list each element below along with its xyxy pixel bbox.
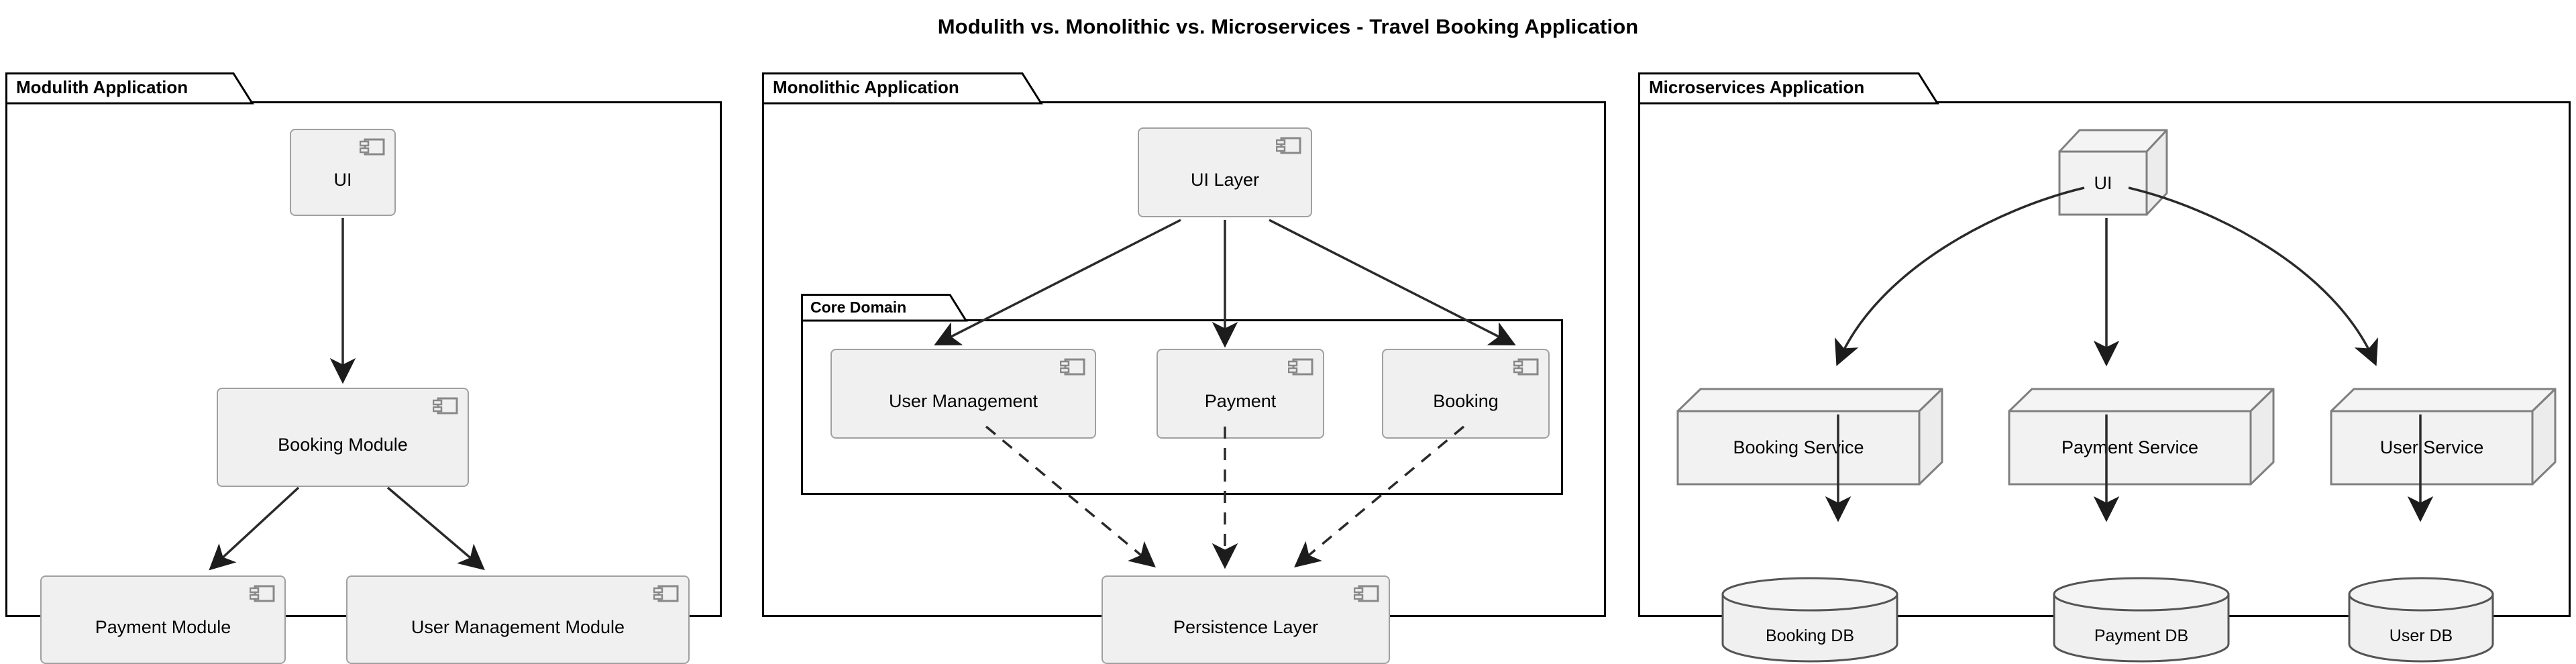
panel-modulith-tab: Modulith Application xyxy=(5,72,254,105)
panel-monolithic: Monolithic Application UI Layer Core Dom… xyxy=(762,72,1606,664)
panel-monolithic-label: Monolithic Application xyxy=(773,77,959,97)
component-user-management[interactable]: User Management xyxy=(830,349,1096,439)
diagram-canvas: Modulith vs. Monolithic vs. Microservice… xyxy=(5,15,2571,664)
component-persistence-layer-label: Persistence Layer xyxy=(1173,617,1319,637)
component-booking[interactable]: Booking xyxy=(1382,349,1550,439)
component-booking-module[interactable]: Booking Module xyxy=(217,388,469,487)
uml-component-icon xyxy=(1513,358,1539,376)
uml-component-icon xyxy=(249,585,275,602)
component-booking-module-label: Booking Module xyxy=(278,435,408,455)
uml-component-icon xyxy=(1353,585,1379,602)
component-persistence-layer[interactable]: Persistence Layer xyxy=(1102,575,1390,664)
panel-microservices: Microservices Application UI Booking Ser… xyxy=(1638,72,2571,663)
database-payment-db[interactable]: Payment DB xyxy=(2051,577,2231,663)
node-booking-service-label: Booking Service xyxy=(1733,437,1864,457)
uml-component-icon xyxy=(653,585,679,602)
database-payment-db-label: Payment DB xyxy=(2094,626,2189,645)
uml-component-icon xyxy=(1287,358,1313,376)
component-ui-layer[interactable]: UI Layer xyxy=(1138,127,1312,217)
node-payment-service[interactable]: Payment Service xyxy=(2007,386,2275,487)
database-booking-db-label: Booking DB xyxy=(1765,626,1855,645)
node-user-service[interactable]: User Service xyxy=(2329,386,2557,487)
uml-component-icon xyxy=(1275,137,1301,154)
panel-microservices-label: Microservices Application xyxy=(1649,77,1865,97)
uml-node-3d-icon xyxy=(2058,129,2168,216)
uml-node-3d-icon xyxy=(2330,388,2557,486)
component-payment-module-label: Payment Module xyxy=(95,617,231,637)
database-booking-db[interactable]: Booking DB xyxy=(1720,577,1900,663)
database-user-db[interactable]: User DB xyxy=(2347,577,2496,663)
uml-node-3d-icon xyxy=(1676,388,1943,486)
node-ui-microservices-label: UI xyxy=(2094,173,2112,193)
panel-modulith-label: Modulith Application xyxy=(16,77,189,97)
uml-component-icon xyxy=(359,138,385,156)
package-core-domain: Core Domain User Management xyxy=(801,294,1563,495)
node-payment-service-label: Payment Service xyxy=(2061,437,2199,457)
database-user-db-label: User DB xyxy=(2389,626,2453,645)
package-core-domain-tab: Core Domain xyxy=(801,294,969,322)
uml-database-cylinder-icon xyxy=(2053,577,2230,663)
component-payment[interactable]: Payment xyxy=(1157,349,1324,439)
uml-component-icon xyxy=(432,397,458,414)
uml-database-cylinder-icon xyxy=(2348,577,2494,663)
component-ui-layer-label: UI Layer xyxy=(1190,170,1260,190)
component-payment-module[interactable]: Payment Module xyxy=(40,575,286,664)
panel-monolithic-tab: Monolithic Application xyxy=(762,72,1044,105)
component-ui-modulith[interactable]: UI xyxy=(290,129,396,216)
node-user-service-label: User Service xyxy=(2379,437,2484,457)
page-title: Modulith vs. Monolithic vs. Microservice… xyxy=(937,15,1639,38)
component-ui-modulith-label: UI xyxy=(333,170,352,190)
component-user-management-module-label: User Management Module xyxy=(411,617,625,637)
node-ui-microservices[interactable]: UI xyxy=(2057,127,2169,217)
uml-component-icon xyxy=(1059,358,1085,376)
component-payment-label: Payment xyxy=(1204,391,1277,411)
component-booking-label: Booking xyxy=(1433,391,1499,411)
component-user-management-module[interactable]: User Management Module xyxy=(346,575,690,664)
uml-node-3d-icon xyxy=(2008,388,2275,486)
package-core-domain-label: Core Domain xyxy=(810,298,907,316)
panel-microservices-tab: Microservices Application xyxy=(1638,72,1940,105)
uml-database-cylinder-icon xyxy=(1721,577,1898,663)
node-booking-service[interactable]: Booking Service xyxy=(1676,386,1944,487)
panel-modulith: Modulith Application UI Booking xyxy=(5,72,722,664)
component-user-management-label: User Management xyxy=(888,391,1038,411)
